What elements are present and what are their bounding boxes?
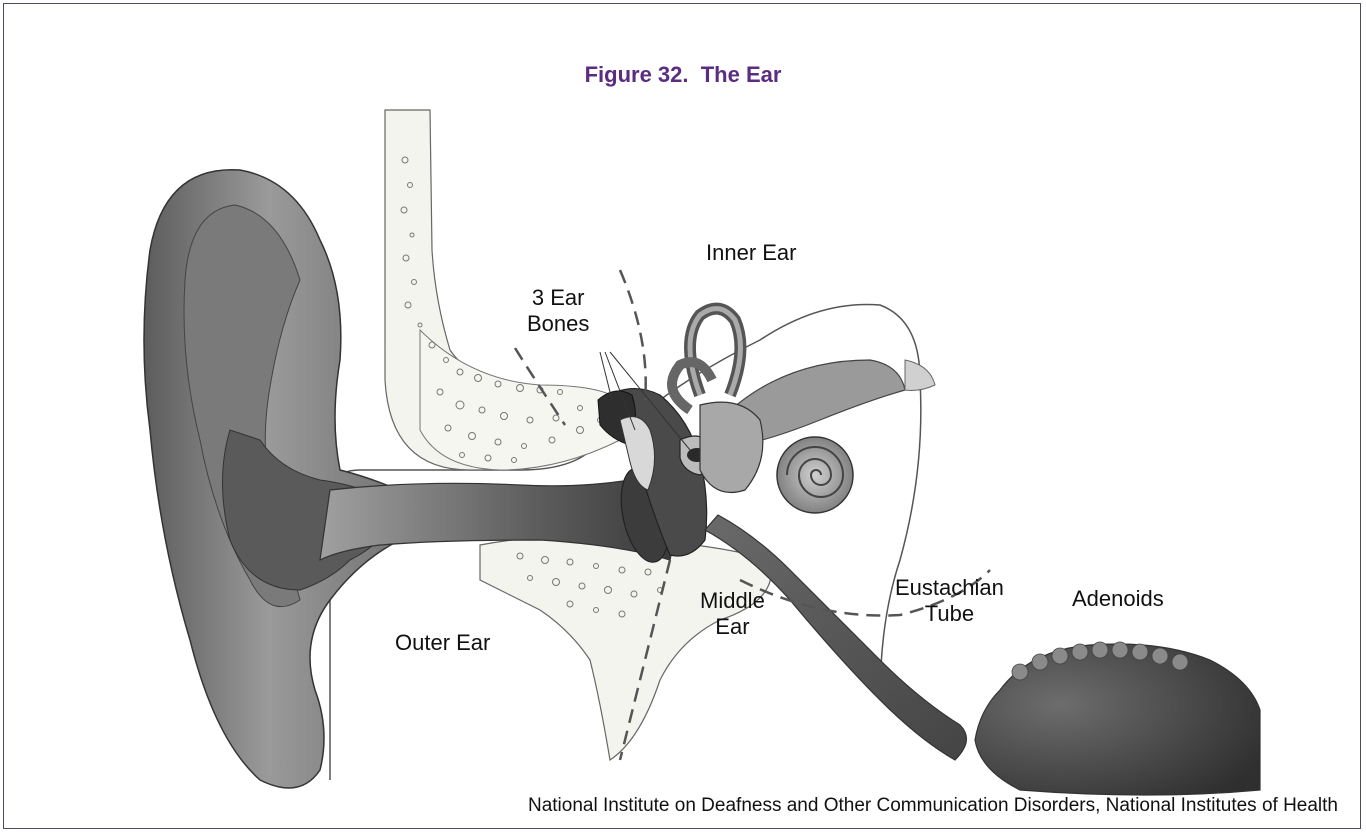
label-adenoids: Adenoids	[1072, 586, 1164, 612]
label-inner-ear: Inner Ear	[706, 240, 797, 266]
label-3-ear-bones: 3 Ear Bones	[527, 285, 589, 337]
label-eustachian-tube: Eustachian Tube	[895, 575, 1004, 627]
temporal-bone-lower	[480, 536, 771, 760]
label-outer-ear: Outer Ear	[395, 630, 490, 656]
vestibule	[700, 402, 763, 492]
label-middle-ear: Middle Ear	[700, 588, 765, 640]
cochlea	[777, 437, 853, 513]
source-credit: National Institute on Deafness and Other…	[528, 795, 1338, 817]
